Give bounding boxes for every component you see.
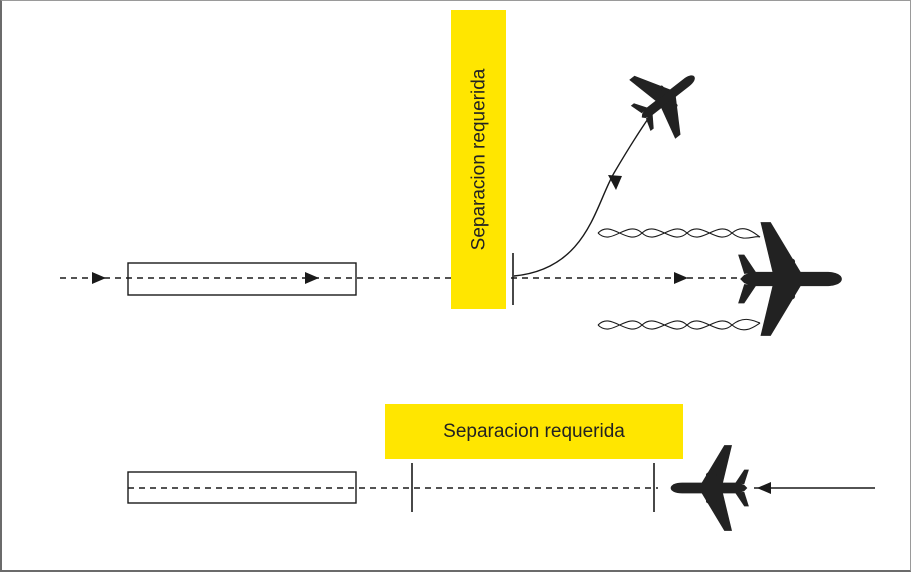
departure-arrow-icon xyxy=(608,175,622,190)
arrival-arrow-icon xyxy=(757,482,771,494)
lower-separation-text: Separacion requerida xyxy=(443,421,625,442)
upper-approach-arrow-icon xyxy=(674,272,688,284)
upper-runway-arrow-icon xyxy=(305,272,319,284)
upper-arrow-icon xyxy=(92,272,106,284)
upper-separation-label: Separacion requerida xyxy=(451,10,506,309)
lower-runway-lane xyxy=(127,463,875,512)
upper-separation-text: Separacion requerida xyxy=(468,68,489,251)
lead-airplane-icon xyxy=(738,222,842,336)
upper-runway-lane xyxy=(60,253,737,305)
lower-runway-box xyxy=(127,471,357,504)
upper-runway-box xyxy=(127,262,357,296)
wake-vortex-icon xyxy=(597,228,761,331)
lower-separation-label: Separacion requerida xyxy=(385,404,683,459)
departing-airplane-icon xyxy=(617,47,718,148)
departure-path xyxy=(513,115,651,277)
